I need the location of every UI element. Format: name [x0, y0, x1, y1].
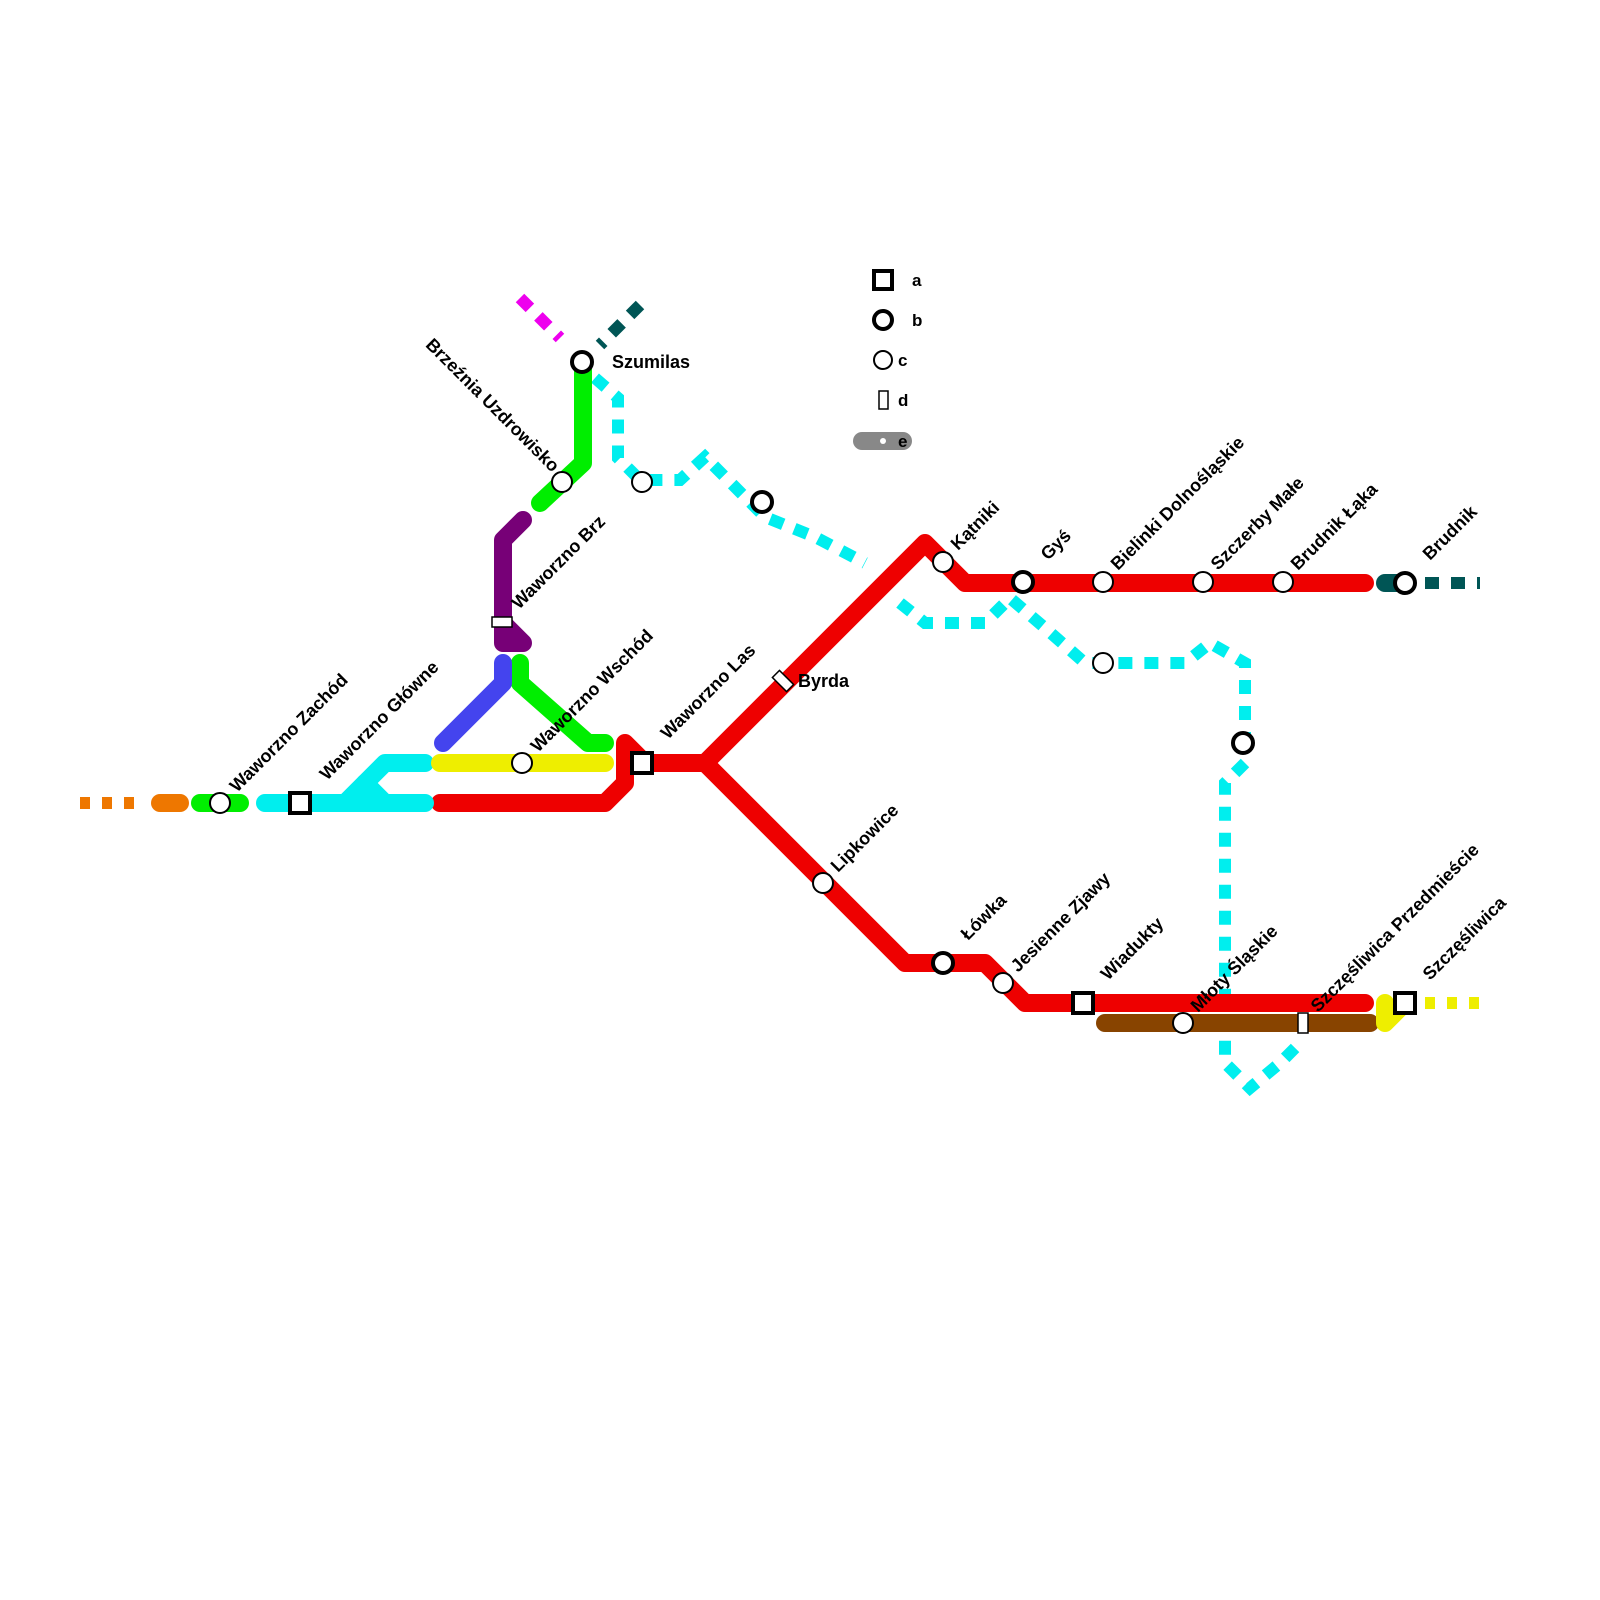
legend-symbol-c: [873, 350, 893, 370]
cyan-dashed-segment: [591, 373, 868, 569]
cyan-line-segment-join: [356, 774, 394, 812]
legend: a b c d e: [853, 269, 922, 451]
station-wiadukty[interactable]: [1071, 991, 1095, 1015]
cyan-dashed-segment: [1219, 758, 1305, 1097]
station-katniki[interactable]: [932, 551, 954, 573]
station-brudnik-laka[interactable]: [1272, 571, 1294, 593]
teal-dashed-line: [595, 300, 1480, 589]
purple-line-segment: [494, 511, 532, 652]
red-line-segment-west: [431, 734, 714, 812]
purple-line: [494, 511, 532, 652]
station-waworzno-brz[interactable]: [491, 616, 513, 628]
station-cyan-east-unnamed[interactable]: [1092, 652, 1114, 674]
cyan-line-segment-upper: [336, 754, 434, 812]
teal-dashed-segment-north: [595, 300, 645, 350]
station-szczesliwica-przedmiescie[interactable]: [1297, 1012, 1309, 1034]
station-bielinki[interactable]: [1092, 571, 1114, 593]
station-waworzno-las[interactable]: [630, 751, 654, 775]
red-line-segment-northeast: [696, 534, 1374, 772]
label-jesienne-zjawy: Jesienne Zjawy: [1007, 868, 1115, 976]
station-waworzno-wschod[interactable]: [511, 752, 533, 774]
label-byrda: Byrda: [798, 671, 850, 691]
magenta-dashed-segment: [515, 293, 565, 343]
station-cyan-unnamed[interactable]: [631, 471, 653, 493]
station-brudnik[interactable]: [1393, 571, 1417, 595]
label-katniki: Kątniki: [947, 497, 1004, 554]
stations: [209, 350, 1417, 1034]
label-lowka: Łówka: [957, 889, 1011, 943]
cyan-dashed-line-north: [591, 373, 1305, 1097]
station-szczesliwica[interactable]: [1393, 991, 1417, 1015]
station-cyan-southeast-unnamed[interactable]: [1231, 731, 1255, 755]
station-cyan-north-unnamed[interactable]: [750, 490, 774, 514]
legend-symbol-a: [872, 269, 894, 291]
station-jesienne-zjawy[interactable]: [992, 972, 1014, 994]
label-gys: Gyś: [1037, 526, 1075, 564]
legend-label-d: d: [898, 391, 908, 410]
red-line-segment-southeast: [696, 754, 1374, 1012]
label-wiadukty: Wiadukty: [1097, 913, 1168, 984]
label-lipkowice: Lipkowice: [827, 800, 903, 876]
station-lipkowice[interactable]: [812, 872, 834, 894]
label-brzeznia-uzdrowisko: Brzeźnia Uzdrowisko: [422, 334, 563, 475]
station-lowka[interactable]: [931, 951, 955, 975]
blue-line: [434, 654, 512, 752]
station-szczerby[interactable]: [1192, 571, 1214, 593]
legend-label-b: b: [912, 311, 922, 330]
station-gys[interactable]: [1011, 570, 1035, 594]
legend-label-c: c: [898, 351, 907, 370]
station-brzeznia-uzdrowisko[interactable]: [551, 471, 573, 493]
blue-line-segment: [434, 654, 512, 752]
legend-symbol-b: [872, 309, 894, 331]
legend-symbol-e-dot: [880, 438, 886, 444]
magenta-dashed-line: [515, 293, 565, 343]
label-brudnik: Brudnik: [1419, 501, 1482, 564]
legend-label-a: a: [912, 271, 922, 290]
label-szczesliwica-przedmiescie: Szczęśliwica Przedmieście: [1307, 840, 1483, 1016]
station-byrda[interactable]: [771, 669, 795, 693]
station-mloty-slaskie[interactable]: [1172, 1012, 1194, 1034]
label-szczesliwica: Szczęśliwica: [1419, 892, 1511, 984]
legend-symbol-d: [878, 390, 889, 410]
label-szumilas: Szumilas: [612, 352, 690, 372]
green-line-segment-east: [511, 654, 614, 752]
station-waworzno-glowne[interactable]: [288, 791, 312, 815]
cyan-dashed-segment: [896, 589, 1251, 743]
station-szumilas[interactable]: [570, 350, 594, 374]
station-waworzno-zachod[interactable]: [209, 792, 231, 814]
legend-label-e: e: [898, 432, 907, 451]
